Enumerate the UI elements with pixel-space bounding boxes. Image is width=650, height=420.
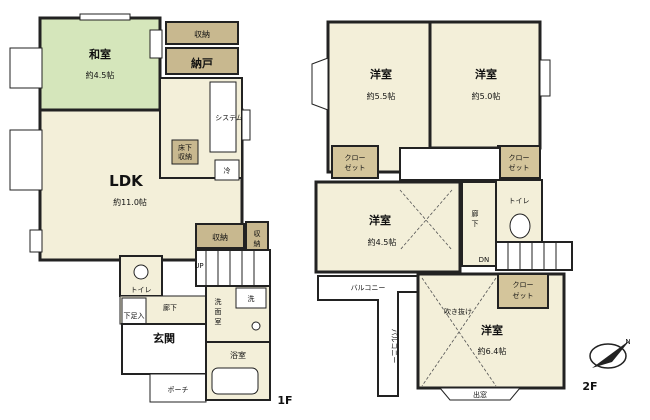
stair-lines-2f xyxy=(507,242,557,270)
room1-closet-area xyxy=(331,145,379,179)
fukinuke-label: 吹き抜け xyxy=(444,307,472,316)
ldk-size: 約11.0帖 xyxy=(113,197,147,207)
toilet-bowl-2f xyxy=(509,213,531,239)
toilet-2f-label: トイレ xyxy=(509,197,530,205)
sentaku-label: 洗 xyxy=(248,294,255,303)
window xyxy=(539,59,551,97)
nando-area xyxy=(165,47,239,75)
genkan-area xyxy=(121,323,207,375)
senmen-label: 洗 xyxy=(215,297,222,306)
porch-label: ポーチ xyxy=(168,386,189,394)
fridge-space xyxy=(214,159,240,181)
rouka-2f-label-2: 下 xyxy=(472,220,479,228)
hall-2f-vert xyxy=(461,181,497,267)
window xyxy=(9,47,43,89)
shitabako-label: 下足入 xyxy=(124,312,145,320)
dn-label: DN xyxy=(479,256,490,264)
fukinuke-diagonals xyxy=(421,277,497,387)
room1-size: 約5.5帖 xyxy=(367,91,396,101)
room4-closet-area xyxy=(497,273,549,309)
shuno-right-label: 収 xyxy=(254,230,261,238)
closet3-label-2: ゼット xyxy=(513,291,534,300)
genkan-label: 玄関 xyxy=(153,331,175,345)
shuno-top-label: 収納 xyxy=(194,29,210,39)
window xyxy=(9,129,43,191)
ldk-name: LDK xyxy=(109,172,144,190)
room2-closet-area xyxy=(497,145,541,179)
fridge-label: 冷 xyxy=(224,166,231,175)
room1-baywindow xyxy=(311,57,329,111)
room4-size: 約6.4帖 xyxy=(478,346,507,356)
shuno-right-label-2: 納 xyxy=(254,239,261,248)
room4-name: 洋室 xyxy=(481,323,503,337)
room2-name: 洋室 xyxy=(475,67,497,81)
kitchen-counter xyxy=(209,81,237,153)
rouka-2f-label: 廊 xyxy=(472,209,479,218)
window xyxy=(79,13,131,21)
room3-area xyxy=(314,180,462,274)
floor-2f xyxy=(311,20,573,401)
senmen-label-2: 面 xyxy=(215,308,222,316)
toilet-1f-label: トイレ xyxy=(131,286,152,294)
balcony-v-label: バルコニー xyxy=(390,329,398,364)
compass-label: N xyxy=(625,338,630,346)
closet2-label: クロー xyxy=(509,154,530,162)
sink-1f xyxy=(251,321,261,331)
stairs-2f xyxy=(495,241,573,271)
washer-space xyxy=(235,287,267,309)
toilet-bowl-1f xyxy=(133,264,149,280)
room3-name: 洋室 xyxy=(369,213,391,227)
closet1-label: クロー xyxy=(345,154,366,162)
system-kitchen-label: システム xyxy=(215,114,243,122)
room2-size: 約5.0帖 xyxy=(472,91,501,101)
shuno-mid-area xyxy=(195,223,245,249)
hall-2f-top xyxy=(399,147,501,181)
up-label: UP xyxy=(194,262,203,270)
stair-lines xyxy=(205,250,255,286)
shuno-mid-label: 収納 xyxy=(212,232,228,242)
demado-2f-label: 出窓 xyxy=(473,390,487,399)
window xyxy=(29,229,43,253)
stairs-1f xyxy=(195,249,271,287)
underfloor-label: 床下 xyxy=(178,143,192,152)
rouka-1f-label: 廊下 xyxy=(163,303,177,312)
compass xyxy=(589,340,630,369)
closet1-label-2: ゼット xyxy=(345,163,366,172)
room4-baywindow xyxy=(438,387,522,401)
washitsu-name: 和室 xyxy=(89,47,111,61)
yokushitsu-label: 浴室 xyxy=(230,350,246,360)
nando-label: 納戸 xyxy=(191,56,213,70)
washitsu-size: 約4.5帖 xyxy=(86,70,115,80)
balcony-h-label: バルコニー xyxy=(351,284,386,292)
underfloor-label-2: 収納 xyxy=(178,152,192,161)
room2-area xyxy=(428,20,542,150)
window xyxy=(241,109,251,141)
level-label-2f: 2F xyxy=(582,380,597,393)
closet2-label-2: ゼット xyxy=(509,163,530,172)
porch-area xyxy=(149,373,207,403)
senmen-label-3: 室 xyxy=(215,317,222,326)
underfloor-storage xyxy=(171,139,199,165)
room1-name: 洋室 xyxy=(370,67,392,81)
room3-diagonals xyxy=(399,189,453,251)
room3-size: 約4.5帖 xyxy=(368,237,397,247)
shuno-top-area xyxy=(165,21,239,45)
bathtub xyxy=(211,367,259,395)
level-label-1f: 1F xyxy=(277,394,292,407)
washitsu-area xyxy=(38,16,162,112)
washitsu-tokonoma xyxy=(149,29,163,59)
balcony-area xyxy=(317,275,419,397)
closet3-label: クロー xyxy=(513,281,534,289)
floor-1f xyxy=(9,13,271,403)
